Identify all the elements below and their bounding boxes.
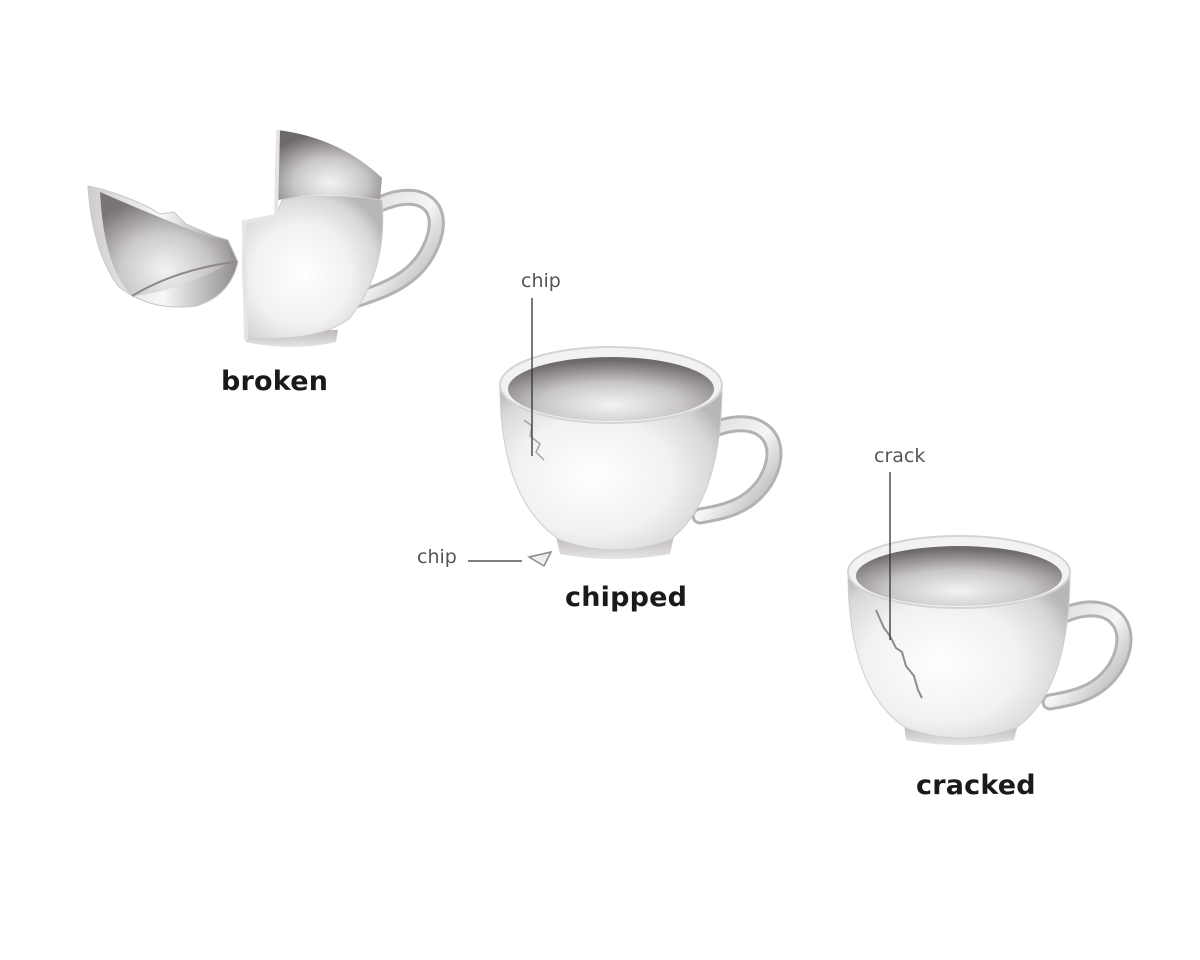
chipped-cup-illustration [499, 346, 783, 568]
broken-cup-illustration [87, 129, 445, 347]
annotation-crack: crack [874, 445, 926, 467]
caption-cracked: cracked [916, 770, 1036, 801]
annotation-chip-rim: chip [521, 270, 561, 292]
cracked-cup-illustration [847, 535, 1133, 745]
caption-chipped: chipped [565, 582, 688, 613]
annotation-chip-piece: chip [417, 546, 457, 568]
caption-broken: broken [221, 366, 329, 397]
